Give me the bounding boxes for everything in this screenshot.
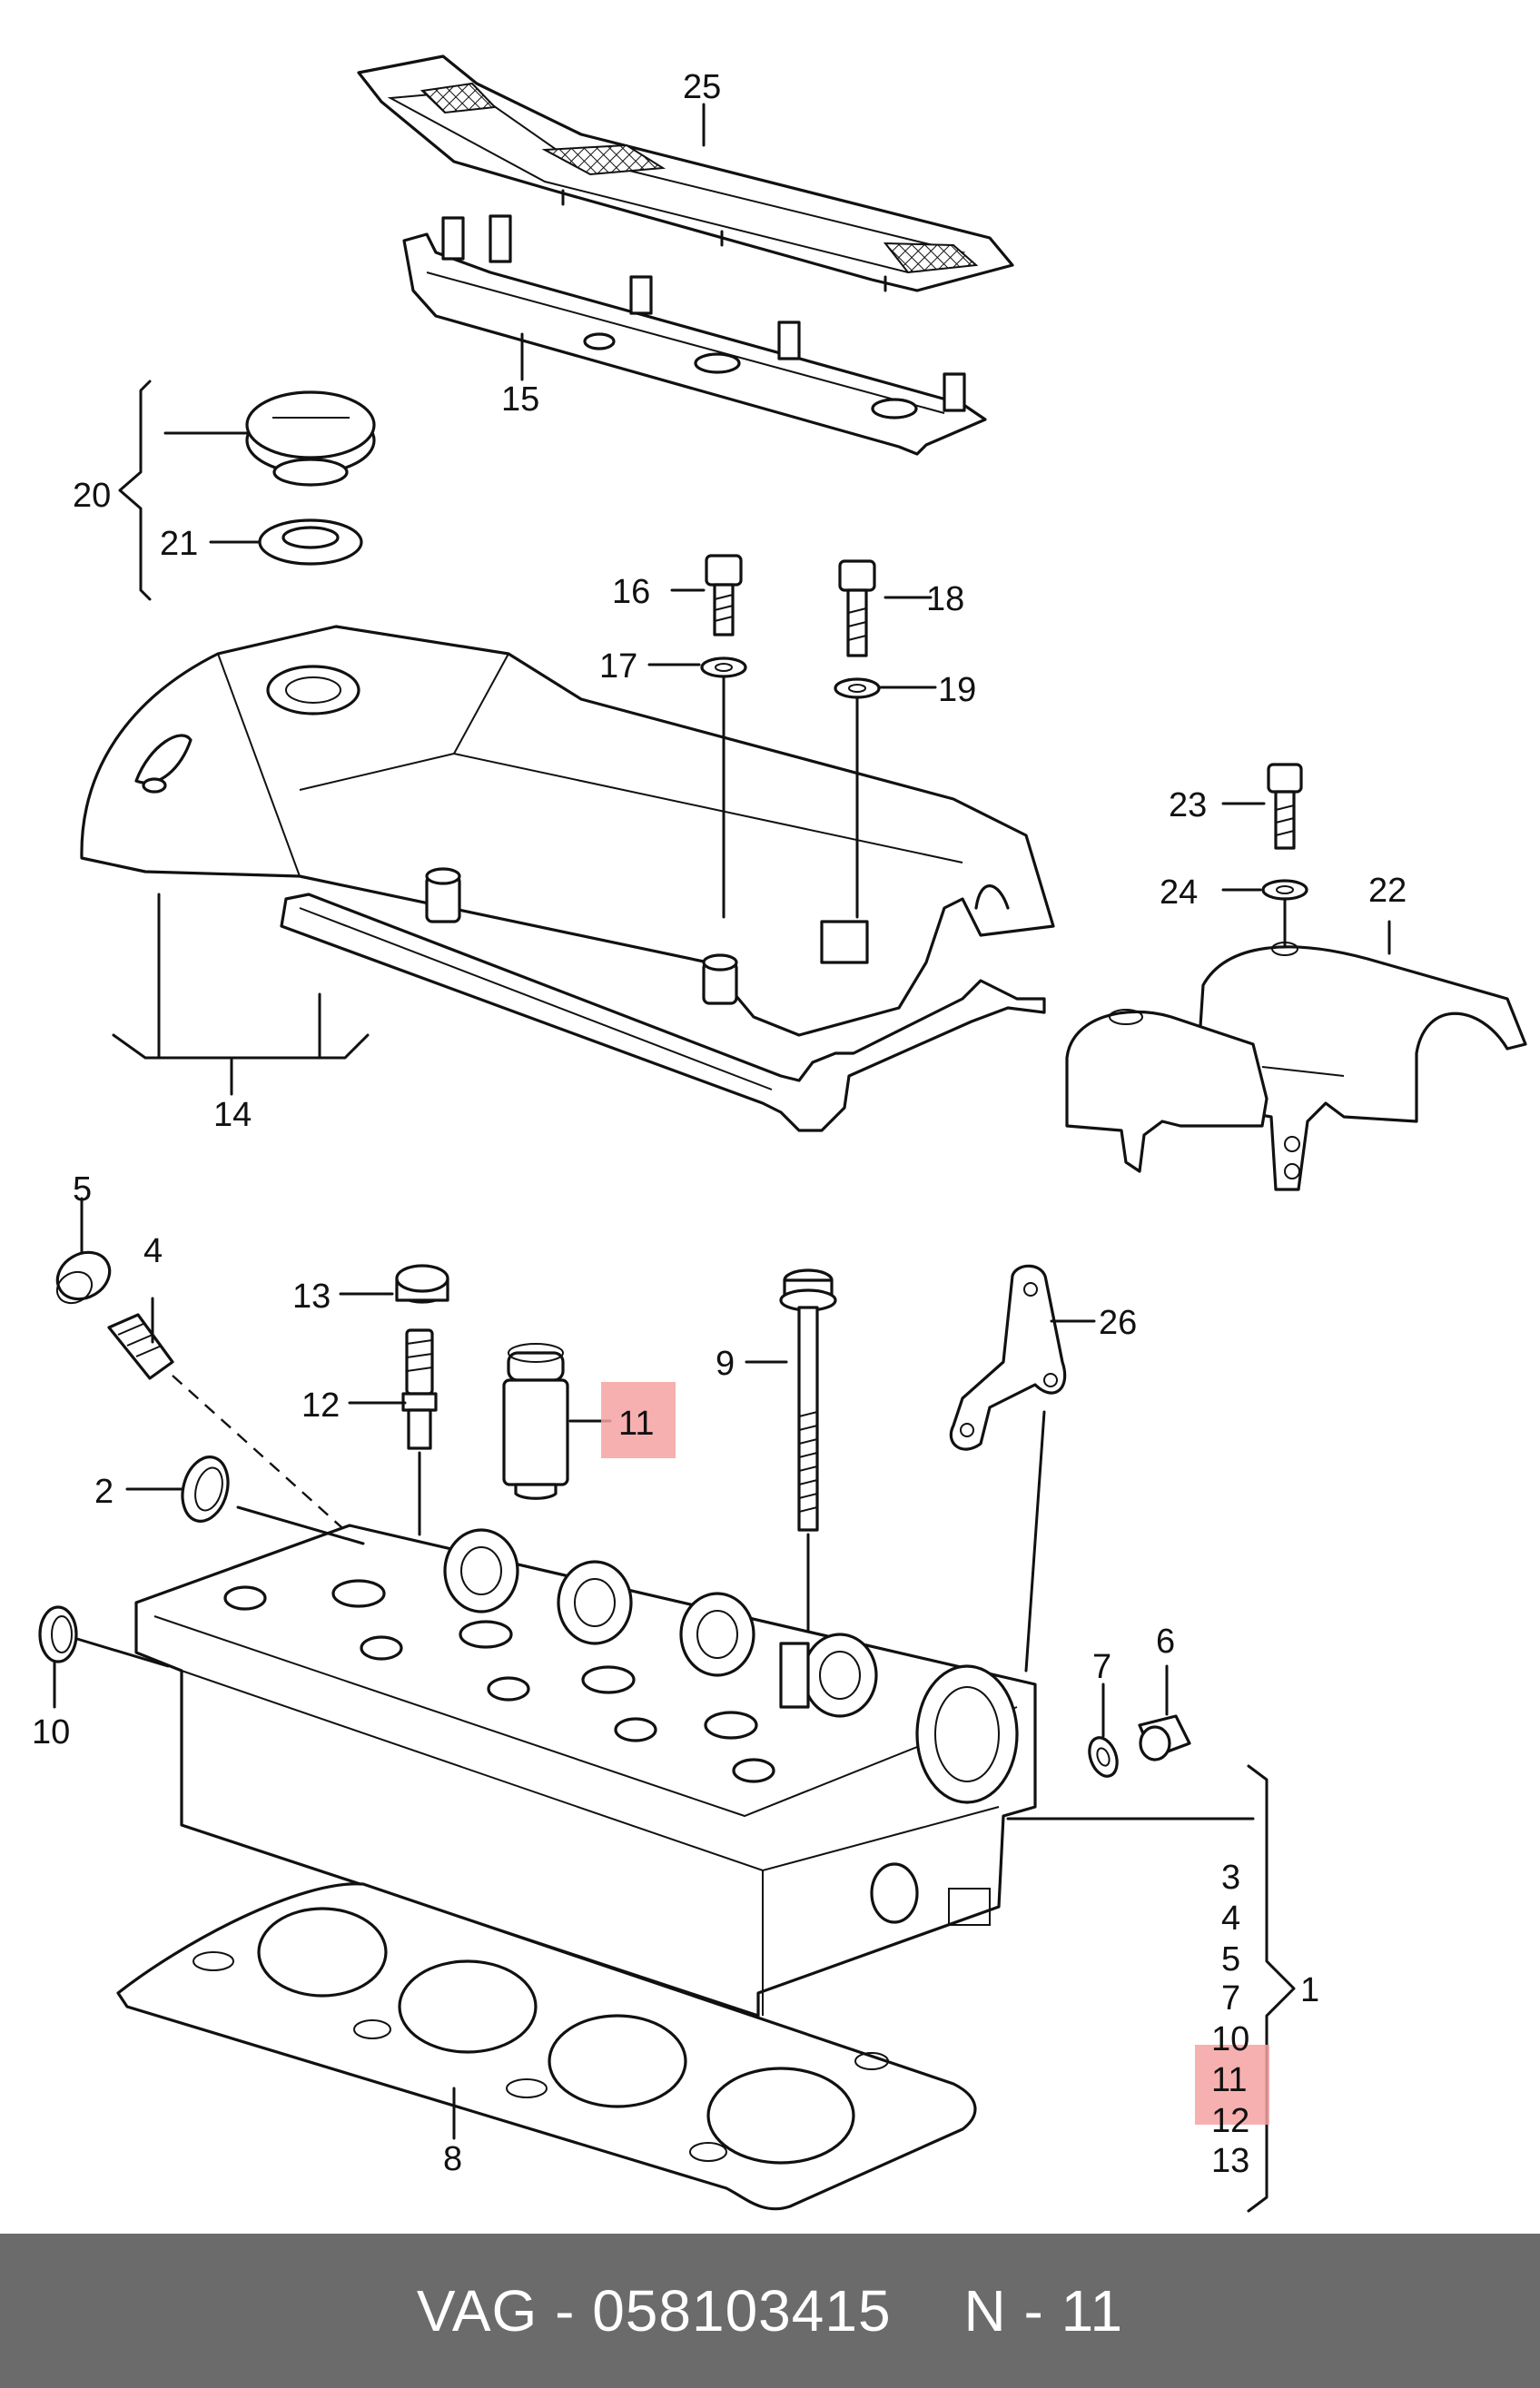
part-4-screw-plug bbox=[107, 1313, 174, 1380]
callout-26: 26 bbox=[1099, 1304, 1137, 1342]
kit-item: 3 bbox=[1221, 1859, 1240, 1897]
callout-13: 13 bbox=[292, 1278, 331, 1316]
part-2-camshaft-seal bbox=[181, 1455, 230, 1523]
part-23-bolt bbox=[1267, 763, 1303, 850]
callout-9: 9 bbox=[716, 1345, 735, 1383]
part-22-timing-cover bbox=[1065, 942, 1527, 1191]
part-24-washer bbox=[1261, 879, 1308, 901]
part-21-seal-ring bbox=[258, 518, 363, 566]
callout-23: 23 bbox=[1169, 786, 1207, 824]
cylinder-head bbox=[134, 1524, 1037, 2018]
part-12-stud bbox=[401, 1328, 438, 1450]
kit-item: 11 bbox=[1211, 2061, 1247, 2099]
callout-5: 5 bbox=[73, 1170, 92, 1209]
diagram-position: N - 11 bbox=[963, 2278, 1124, 2344]
part-26-lifting-eye bbox=[949, 1264, 1067, 1451]
callout-6: 6 bbox=[1156, 1623, 1175, 1661]
part-25-cover-strip bbox=[357, 54, 1014, 292]
callout-20: 20 bbox=[73, 477, 111, 515]
callout-12: 12 bbox=[301, 1386, 340, 1425]
kit-item: 7 bbox=[1221, 1979, 1240, 2018]
callout-25: 25 bbox=[683, 68, 721, 106]
callout-8: 8 bbox=[443, 2140, 462, 2178]
kit-contents-list: 3 4 5 7 10 11 12 13 bbox=[1211, 1859, 1249, 2180]
part-number: VAG - 058103415 bbox=[416, 2278, 892, 2344]
callout-21: 21 bbox=[160, 525, 198, 563]
highlight-callout-11 bbox=[601, 1382, 676, 1458]
callout-4: 4 bbox=[143, 1232, 163, 1270]
part-13-nut bbox=[395, 1264, 449, 1304]
part-number-footer: VAG - 058103415 N - 11 bbox=[0, 2234, 1540, 2388]
part-15-cover-frame bbox=[402, 214, 987, 456]
callout-11: 11 bbox=[618, 1405, 654, 1443]
kit-item: 4 bbox=[1221, 1900, 1240, 1938]
callout-17: 17 bbox=[599, 647, 637, 686]
callout-labels: 25 15 20 21 16 18 17 19 23 24 22 14 5 4 … bbox=[32, 68, 1407, 2178]
part-19-washer bbox=[834, 677, 881, 699]
part-20-oil-filler-cap bbox=[245, 390, 376, 487]
part-5-plug bbox=[55, 1250, 112, 1305]
kit-item: 10 bbox=[1211, 2020, 1249, 2058]
part-18-bolt bbox=[838, 559, 876, 657]
highlight-kit-list-11 bbox=[1195, 2045, 1269, 2125]
callout-10: 10 bbox=[32, 1713, 70, 1752]
callout-18: 18 bbox=[926, 580, 964, 618]
callout-2: 2 bbox=[94, 1473, 114, 1511]
part-16-bolt bbox=[705, 554, 743, 636]
part-14-cover-gasket bbox=[280, 893, 1046, 1132]
callout-19: 19 bbox=[938, 671, 976, 709]
part-7-washer bbox=[1088, 1736, 1119, 1778]
exploded-parts-diagram: 25 15 20 21 16 18 17 19 23 24 22 14 5 4 … bbox=[32, 54, 1527, 2213]
callout-24: 24 bbox=[1160, 873, 1198, 912]
part-11-hydraulic-tappet bbox=[502, 1343, 569, 1500]
callout-22: 22 bbox=[1368, 872, 1407, 910]
part-9-head-bolt bbox=[779, 1268, 837, 1532]
kit-item: 13 bbox=[1211, 2142, 1249, 2180]
callout-14: 14 bbox=[213, 1096, 252, 1134]
leader-lines bbox=[53, 103, 1391, 2213]
part-17-washer bbox=[700, 656, 747, 678]
kit-item: 12 bbox=[1211, 2102, 1249, 2140]
part-14-valve-cover bbox=[80, 625, 1055, 1037]
callout-1: 1 bbox=[1300, 1971, 1319, 2009]
callout-7: 7 bbox=[1092, 1648, 1111, 1686]
kit-item: 5 bbox=[1221, 1940, 1240, 1978]
part-6-plug bbox=[1138, 1714, 1191, 1761]
part-8-head-gasket bbox=[116, 1882, 977, 2211]
callout-16: 16 bbox=[612, 573, 650, 611]
callout-15: 15 bbox=[501, 380, 539, 419]
part-10-seal bbox=[38, 1605, 78, 1663]
